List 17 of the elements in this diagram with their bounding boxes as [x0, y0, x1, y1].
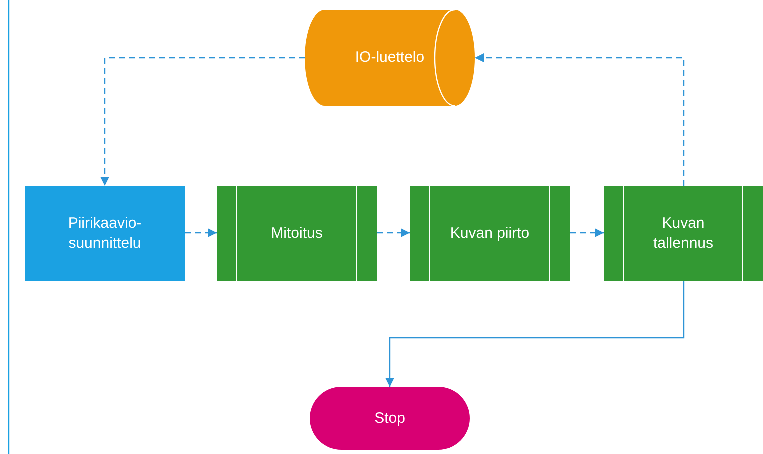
arrow	[386, 281, 685, 387]
node-label: Piirikaavio-suunnittelu	[67, 214, 143, 253]
arrow	[100, 57, 305, 186]
node-label: IO-luettelo	[354, 48, 426, 68]
arrow	[570, 228, 604, 238]
process-box	[25, 186, 185, 281]
node-label: Stop	[374, 408, 406, 428]
predefined-process-box	[217, 186, 377, 281]
arrow	[475, 54, 685, 186]
predefined-process-box	[410, 186, 570, 281]
node-label: Kuvan tallennus	[652, 214, 715, 253]
data-store-cylinder	[305, 10, 475, 106]
arrow	[377, 228, 410, 238]
predefined-process-box	[604, 186, 763, 281]
node-label: Mitoitus	[270, 224, 324, 244]
node-label: Kuvan piirto	[449, 224, 531, 244]
arrow	[185, 228, 217, 238]
